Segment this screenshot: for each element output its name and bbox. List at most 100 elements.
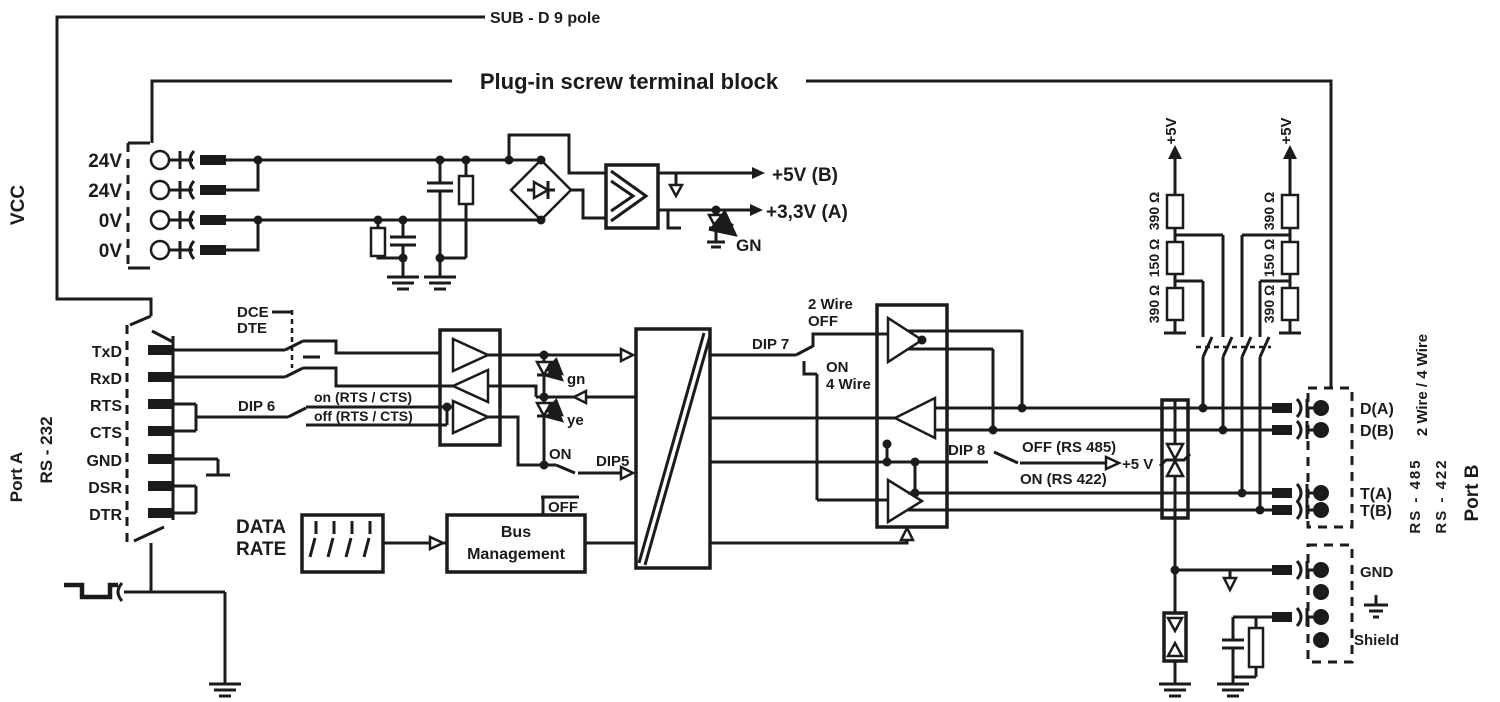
tvs-protection bbox=[1158, 398, 1192, 570]
bridge-rectifier bbox=[507, 133, 606, 222]
subd-label: SUB - D 9 pole bbox=[490, 10, 600, 27]
power-input-terminals: VCC 24V 24V 0V 0V bbox=[8, 141, 541, 270]
label-ta: T(A) bbox=[1360, 486, 1392, 503]
label-db: D(B) bbox=[1360, 423, 1394, 440]
termination-network-right: +5V 390 Ω 150 Ω 390 Ω bbox=[1240, 117, 1301, 337]
terminal-0v-1: 0V bbox=[99, 211, 123, 232]
2wire-label: 2 Wire bbox=[808, 296, 853, 313]
dte-label: DTE bbox=[237, 320, 267, 337]
dip5-off-label: OFF bbox=[548, 499, 578, 516]
earth-ground-symbol bbox=[387, 275, 456, 291]
gnd-rail bbox=[1159, 568, 1272, 698]
label-rs422: RS - 422 bbox=[1433, 458, 1450, 533]
pin-rts: RTS bbox=[90, 398, 122, 415]
din-rail-clamp bbox=[64, 582, 124, 602]
res-right-1: 390 Ω bbox=[1261, 192, 1277, 230]
led-gn: gn bbox=[534, 355, 585, 397]
earth-ground-symbol bbox=[1217, 682, 1249, 698]
dip5-switch: ON DIP5 OFF bbox=[488, 415, 636, 516]
label-da: D(A) bbox=[1360, 401, 1394, 418]
bus-label-2: Management bbox=[467, 546, 565, 563]
port-b-label: Port B bbox=[1462, 465, 1483, 522]
port-a-label: Port A bbox=[7, 452, 26, 502]
pin-ferrules bbox=[148, 345, 172, 518]
dip8-label: DIP 8 bbox=[948, 442, 985, 459]
data-rate-dip-switch: DATA RATE bbox=[236, 513, 447, 574]
port-a-aux-wiring bbox=[64, 457, 241, 698]
dce-dte-switch: DCE DTE bbox=[173, 304, 453, 388]
gas-discharge-tube bbox=[1162, 611, 1188, 663]
pin-rxd: RxD bbox=[90, 371, 122, 388]
led-ye-label: ye bbox=[567, 412, 584, 429]
dip7-label: DIP 7 bbox=[752, 336, 789, 353]
vcc-label: VCC bbox=[8, 185, 29, 225]
termination-dip-switches bbox=[1196, 336, 1271, 510]
input-filter-network bbox=[369, 160, 475, 291]
earth-ground-symbol bbox=[209, 682, 241, 698]
subd-callout: SUB - D 9 pole bbox=[55, 10, 600, 344]
terminal-row-ta bbox=[1272, 483, 1329, 503]
terminal-row-tb bbox=[1272, 500, 1329, 520]
dip8-on-label: ON (RS 422) bbox=[1020, 471, 1107, 488]
plus5-right-label: +5V bbox=[1278, 117, 1295, 144]
pin-cts: CTS bbox=[90, 425, 122, 442]
res-left-2: 150 Ω bbox=[1146, 239, 1162, 277]
dip8-5v-label: +5 V bbox=[1122, 456, 1153, 473]
screw-contact-row bbox=[149, 149, 226, 261]
dip6-label: DIP 6 bbox=[238, 398, 275, 415]
res-right-2: 150 Ω bbox=[1261, 239, 1277, 277]
label-tb: T(B) bbox=[1360, 503, 1392, 520]
dce-label: DCE bbox=[237, 304, 269, 321]
rs232-buffer-block bbox=[438, 328, 636, 447]
earth-symbol-small bbox=[1364, 595, 1388, 619]
output-5v-label: +5V (B) bbox=[772, 165, 838, 186]
plug-in-title: Plug-in screw terminal block bbox=[480, 69, 779, 94]
res-right-3: 390 Ω bbox=[1261, 285, 1277, 323]
dip8-switch: DIP 8 OFF (RS 485) ON (RS 422) +5 V bbox=[948, 439, 1153, 488]
2wire-off-label: OFF bbox=[808, 313, 838, 330]
termination-network-left: +5V 390 Ω 150 Ω 390 Ω bbox=[1146, 117, 1225, 337]
bus-management-block: Bus Management bbox=[445, 513, 636, 574]
dip5-label: DIP5 bbox=[596, 453, 629, 470]
terminal-row-da bbox=[1272, 398, 1329, 418]
terminal-24v-1: 24V bbox=[88, 151, 122, 172]
rs485-driver-block bbox=[710, 303, 1272, 545]
res-left-1: 390 Ω bbox=[1146, 192, 1162, 230]
dip8-off-label: OFF (RS 485) bbox=[1022, 439, 1116, 456]
port-a-connector: Port A RS - 232 TxD RxD RTS CTS GND DSR … bbox=[7, 325, 175, 592]
led-ye: ye bbox=[534, 397, 584, 465]
label-2wire-4wire: 2 Wire / 4 Wire bbox=[1414, 334, 1431, 436]
rts-off-label: off (RTS / CTS) bbox=[314, 408, 413, 424]
rs232-label: RS - 232 bbox=[37, 416, 56, 483]
pin-dtr: DTR bbox=[89, 507, 122, 524]
dip5-on-label: ON bbox=[549, 446, 572, 463]
pin-txd: TxD bbox=[92, 344, 122, 361]
label-gnd-b: GND bbox=[1360, 564, 1394, 581]
terminal-0v-2: 0V bbox=[99, 241, 123, 262]
pin-dsr: DSR bbox=[88, 480, 122, 497]
terminal-row-gnd bbox=[1272, 560, 1329, 580]
bus-label-1: Bus bbox=[501, 524, 531, 541]
res-left-3: 390 Ω bbox=[1146, 285, 1162, 323]
4wire-on-label: ON bbox=[826, 359, 849, 376]
label-rs485: RS - 485 bbox=[1407, 458, 1424, 533]
rts-on-label: on (RTS / CTS) bbox=[314, 389, 412, 405]
port-b-terminal-block: D(A) D(B) T(A) T(B) GND Shield 2 Wire / … bbox=[1272, 334, 1483, 664]
pin-gnd: GND bbox=[86, 453, 122, 470]
output-33v-label: +3,3V (A) bbox=[766, 202, 848, 223]
terminal-row-db bbox=[1272, 420, 1329, 440]
earth-ground-symbol bbox=[1159, 682, 1191, 698]
plug-in-callout: Plug-in screw terminal block bbox=[150, 69, 1333, 388]
led-gn-label: gn bbox=[567, 371, 585, 388]
plus5-left-label: +5V bbox=[1163, 117, 1180, 144]
terminal-row-shield bbox=[1272, 607, 1329, 627]
power-led-green: GN bbox=[706, 210, 762, 255]
4wire-label: 4 Wire bbox=[826, 376, 871, 393]
dcdc-converter: +5V (B) +3,3V (A) bbox=[604, 163, 848, 230]
dip6-switch: DIP 6 on (RTS / CTS) off (RTS / CTS) bbox=[173, 389, 453, 433]
shield-rc-network bbox=[1217, 615, 1272, 698]
data-rate-label-1: DATA bbox=[236, 517, 286, 538]
isolation-barrier bbox=[634, 327, 712, 570]
